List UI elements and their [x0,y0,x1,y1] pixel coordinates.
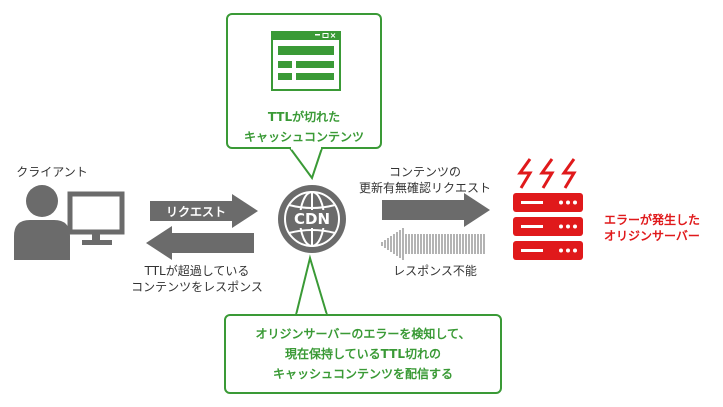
browser-window-icon [271,31,341,91]
request-arrow-label: リクエスト [165,205,226,219]
user-computer-icon [14,185,125,260]
update-check-line1: コンテンツの [388,165,461,179]
ttl-expired-bubble: TTLが切れた キャッシュコンテンツ [226,13,382,149]
bottom-bubble-line1: オリジンサーバーのエラーを検知して、 [255,327,471,341]
origin-error-line2: オリジンサーバー [604,229,700,243]
update-check-label: コンテンツの 更新有無確認リクエスト [350,164,500,196]
update-check-line2: 更新有無確認リクエスト [358,181,491,195]
origin-error-label: エラーが発生した オリジンサーバー [604,212,720,244]
request-arrow [150,194,258,228]
client-label: クライアント [16,165,88,179]
top-bubble-line2: キャッシュコンテンツ [243,130,364,144]
response-label-line1: TTLが超過している [144,264,250,278]
origin-error-line1: エラーが発生した [604,213,701,227]
bottom-bubble-line2: 現在保持しているTTL切れの [285,347,441,361]
response-arrow [146,226,254,260]
lightning-icon [517,158,577,189]
cdn-globe-icon [278,185,346,253]
stale-serve-bubble: オリジンサーバーのエラーを検知して、 現在保持しているTTL切れの キャッシュコ… [224,314,502,394]
bottom-bubble-line3: キャッシュコンテンツを配信する [272,367,453,381]
update-check-arrow [382,193,490,227]
no-response-label: レスポンス不能 [393,264,477,278]
failed-response-arrow [380,227,485,261]
cdn-label: CDN [293,210,330,228]
response-label-line2: コンテンツをレスポンス [131,280,263,294]
server-icon [513,193,583,260]
response-label: TTLが超過している コンテンツをレスポンス [124,263,270,295]
top-bubble-line1: TTLが切れた [267,110,341,124]
